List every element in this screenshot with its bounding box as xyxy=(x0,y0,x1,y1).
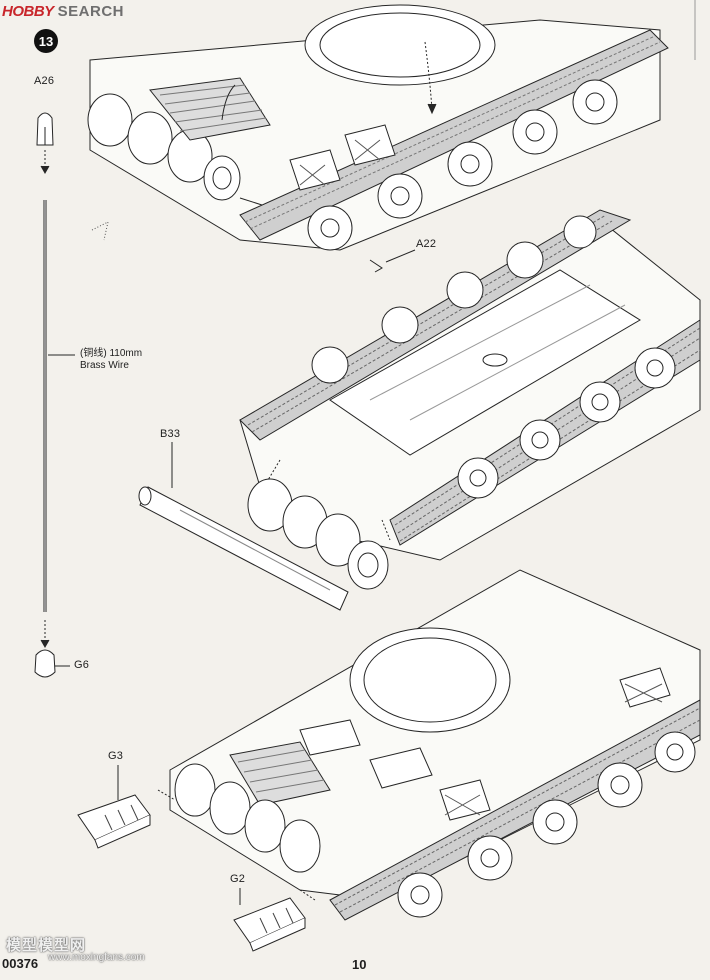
brand-name: HOBBY xyxy=(2,2,54,20)
part-label-a26: A26 xyxy=(34,75,55,87)
part-g2 xyxy=(233,888,306,952)
wire-chinese-label: (铜线) xyxy=(80,348,107,359)
page-number: 10 xyxy=(352,957,367,972)
watermark-url: www.moxingfans.com xyxy=(48,952,145,963)
antenna-assembly xyxy=(34,112,75,678)
watermark-title: 模型模型网 xyxy=(6,937,87,954)
part-label-g2: G2 xyxy=(230,873,246,885)
product-code: 00376 xyxy=(2,956,39,971)
brass-wire-callout: (铜线) 110mm Brass Wire xyxy=(80,348,142,372)
step-number-badge: 13 xyxy=(34,29,58,53)
part-b33-rod xyxy=(138,442,349,611)
part-g3 xyxy=(77,765,151,849)
part-label-g3: G3 xyxy=(108,750,124,762)
site-logo[interactable]: HOBBY SEARCH xyxy=(0,0,172,22)
wire-material: Brass Wire xyxy=(80,360,129,371)
part-label-g6: G6 xyxy=(74,659,90,671)
part-label-b33: B33 xyxy=(160,428,181,440)
brand-search: SEARCH xyxy=(57,2,125,20)
hull-top-drawing xyxy=(87,4,669,273)
watermark: 模型模型网 www.moxingfans.com xyxy=(0,937,170,978)
part-label-a22: A22 xyxy=(416,238,437,250)
wire-length: 110mm xyxy=(109,348,143,359)
hull-front-drawing xyxy=(157,569,701,921)
hull-underside-drawing xyxy=(239,209,701,590)
